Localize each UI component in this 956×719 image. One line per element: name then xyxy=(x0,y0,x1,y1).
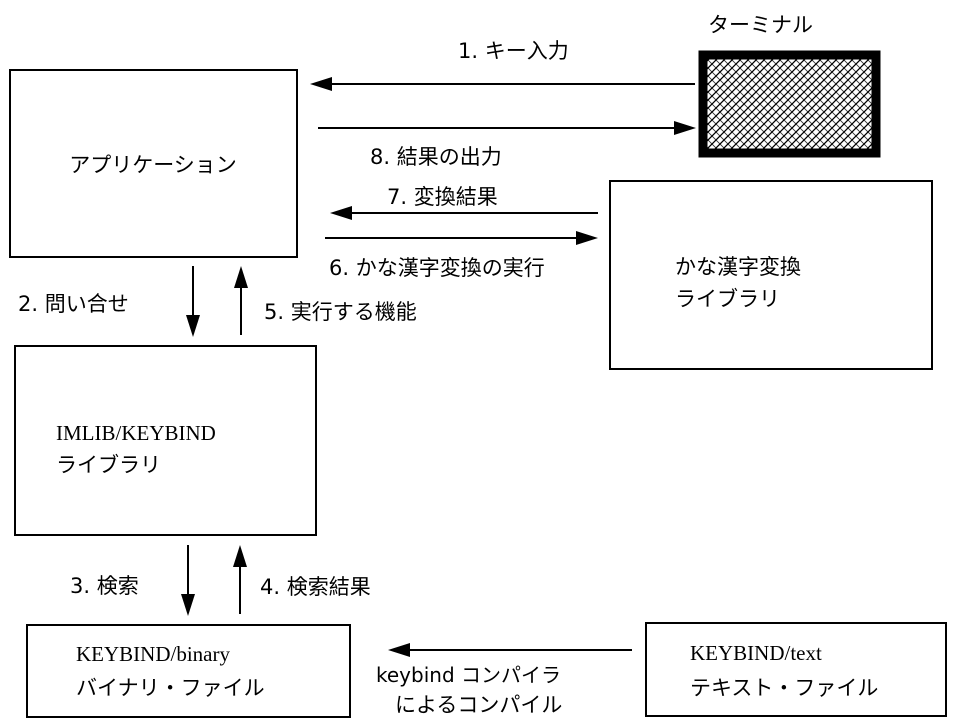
keybind-binary-line2: バイナリ・ファイル xyxy=(76,676,265,700)
arrow-search xyxy=(181,545,195,616)
application-label: アプリケーション xyxy=(69,153,237,177)
keybind-binary-line1: KEYBIND/binary xyxy=(76,642,230,666)
imlib-keybind-library-line2: ライブラリ xyxy=(56,453,161,477)
keybind-binary-box: KEYBIND/binary バイナリ・ファイル xyxy=(26,624,351,718)
arrow-output-result xyxy=(318,121,696,135)
arrow-query xyxy=(186,266,200,337)
label-function-to-execute: 5. 実行する機能 xyxy=(264,300,417,324)
arrow-execute-kana-kanji xyxy=(325,231,598,245)
terminal-label: ターミナル xyxy=(708,13,813,37)
label-key-input: 1. キー入力 xyxy=(458,39,569,63)
label-query: 2. 問い合せ xyxy=(18,292,129,316)
keybind-text-line2: テキスト・ファイル xyxy=(690,676,878,700)
label-compiler-line1: keybind コンパイラ xyxy=(376,663,561,687)
arrow-function-to-execute xyxy=(234,266,248,335)
label-search-result: 4. 検索結果 xyxy=(260,575,371,599)
kana-kanji-library-line1: かな漢字変換 xyxy=(675,255,801,279)
arrow-conversion-result xyxy=(330,206,598,220)
terminal-box xyxy=(698,50,881,158)
arrow-search-result xyxy=(233,545,247,614)
arrow-compile xyxy=(388,643,632,657)
label-conversion-result: 7. 変換結果 xyxy=(387,185,498,209)
kana-kanji-library-line2: ライブラリ xyxy=(675,287,780,311)
application-box: アプリケーション xyxy=(9,69,298,258)
keybind-text-line1: KEYBIND/text xyxy=(690,641,822,665)
label-search: 3. 検索 xyxy=(70,574,139,598)
label-execute-kana-kanji: 6. かな漢字変換の実行 xyxy=(329,256,545,280)
imlib-keybind-library-box: IMLIB/KEYBIND ライブラリ xyxy=(14,345,317,536)
keybind-text-box: KEYBIND/text テキスト・ファイル xyxy=(645,622,947,717)
imlib-keybind-library-line1: IMLIB/KEYBIND xyxy=(56,421,216,445)
label-output-result: 8. 結果の出力 xyxy=(370,145,502,169)
kana-kanji-library-box: かな漢字変換 ライブラリ xyxy=(609,180,933,370)
arrow-key-input xyxy=(310,77,695,91)
label-compiler-line2: によるコンパイル xyxy=(395,693,562,717)
